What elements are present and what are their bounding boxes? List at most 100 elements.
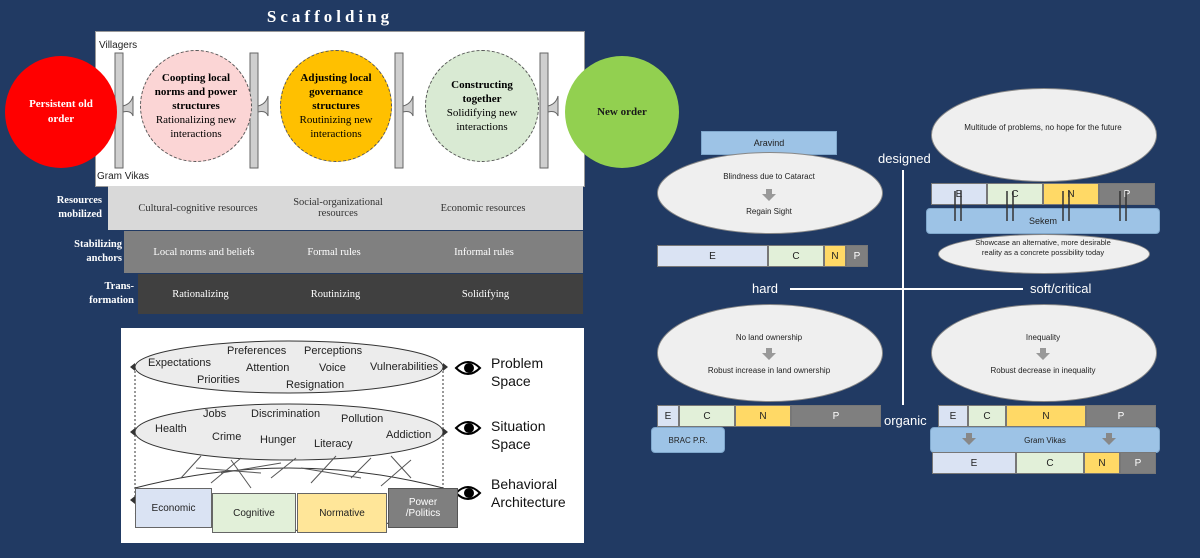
row-label-anchors: Stabilizing anchors xyxy=(74,239,122,264)
cell-economic: Economic resources xyxy=(440,202,526,214)
word-attention: Attention xyxy=(246,362,290,374)
aravind-problem: Blindness due to Cataract xyxy=(723,172,815,181)
segment-economic-label: Economic xyxy=(151,502,196,514)
bar-p: P xyxy=(1099,183,1155,205)
brac-problem: No land ownership xyxy=(735,333,803,342)
row-anchors: Local norms and beliefs Formal rules Inf… xyxy=(124,231,583,273)
stage-constructing-subtitle: Solidifying new interactions xyxy=(446,107,518,133)
bar-p: P xyxy=(791,405,881,427)
word-crime: Crime xyxy=(212,431,242,443)
bar-n: N xyxy=(1043,183,1099,205)
bar-n: N xyxy=(824,245,846,267)
gram-vikas-label: Gram Vikas xyxy=(97,171,150,182)
quadrant-axes xyxy=(790,170,1023,405)
bar-e: E xyxy=(938,405,968,427)
segment-normative-label: Normative xyxy=(319,507,365,519)
axis-designed: designed xyxy=(878,151,931,166)
stage-constructing-title: Constructing together xyxy=(451,79,513,105)
word-addiction: Addiction xyxy=(386,429,432,441)
word-expectations: Expectations xyxy=(148,357,211,369)
brac-bar: E C N P xyxy=(657,405,881,427)
word-hunger: Hunger xyxy=(260,434,297,446)
segment-cognitive-label: Cognitive xyxy=(233,507,275,519)
bar-n: N xyxy=(1006,405,1086,427)
cell-informal-rules: Informal rules xyxy=(454,246,514,258)
bar-n: N xyxy=(1084,452,1120,474)
sekem-outcome-ellipse xyxy=(938,234,1150,274)
new-order-label: New order xyxy=(597,105,647,118)
bar-c: C xyxy=(987,183,1043,205)
cell-rationalizing: Rationalizing xyxy=(172,288,229,300)
persistent-old-order: Persistent old order xyxy=(5,56,117,168)
sekem-problem: Multitude of problems, no hope for the f… xyxy=(964,123,1122,132)
layers-drawing xyxy=(130,340,482,531)
word-voice: Voice xyxy=(319,362,346,374)
gram-vikas-bar-bottom: E C N P xyxy=(932,452,1156,474)
segment-normative: Normative xyxy=(297,493,387,533)
bar-c: C xyxy=(968,405,1006,427)
word-vulnerabilities: Vulnerabilities xyxy=(370,361,439,373)
new-order: New order xyxy=(565,56,679,168)
cell-solidifying: Solidifying xyxy=(461,288,510,300)
bar-c: C xyxy=(679,405,735,427)
sekem-outcome: Showcase an alternative, more desirable … xyxy=(975,238,1111,257)
stage-coopting-subtitle: Rationalizing new interactions xyxy=(155,114,237,140)
sekem-label-text: Sekem xyxy=(1028,216,1057,226)
label-behavioral-architecture: Behavioral Architecture xyxy=(491,476,566,510)
cell-routinizing: Routinizing xyxy=(310,288,361,300)
word-jobs: Jobs xyxy=(203,408,227,420)
down-arrow-icon xyxy=(762,347,776,360)
axis-organic: organic xyxy=(884,413,927,428)
sekem-bar: E C N P xyxy=(931,183,1155,205)
bar-e: E xyxy=(931,183,987,205)
word-resignation: Resignation xyxy=(286,379,345,391)
bar-e: E xyxy=(657,405,679,427)
word-preferences: Preferences xyxy=(227,345,287,357)
brac-label-text: BRAC P.R. xyxy=(668,435,708,445)
gram-vikas-bar-top: E C N P xyxy=(938,405,1156,427)
down-arrow-icon xyxy=(1102,432,1116,445)
gram-vikas-problem: Inequality xyxy=(1025,333,1061,342)
sekem-ellipse xyxy=(931,88,1157,182)
bar-c: C xyxy=(1016,452,1084,474)
aravind-outcome: Regain Sight xyxy=(746,207,792,216)
stage-adjusting: Adjusting local governance structures Ro… xyxy=(280,50,392,162)
sekem-arrows xyxy=(954,191,1127,221)
scaffolding-title: Scaffolding xyxy=(266,7,394,26)
row-resources: Cultural-cognitive resources Social-orga… xyxy=(108,186,583,230)
scaffold-steps xyxy=(114,52,559,169)
label-problem-space: Problem Space xyxy=(491,355,544,389)
label-situation-space: Situation Space xyxy=(491,418,546,452)
word-discrimination: Discrimination xyxy=(251,408,321,420)
brac-label: BRAC P.R. xyxy=(651,427,725,453)
down-arrow-icon xyxy=(1036,347,1050,360)
down-arrow-icon xyxy=(762,188,776,201)
bar-n: N xyxy=(735,405,791,427)
cell-social-organizational: Social-organizational resources xyxy=(293,197,383,219)
bar-p: P xyxy=(1120,452,1156,474)
row-label-resources: Resources mobilized xyxy=(56,195,102,220)
gram-vikas-outcome: Robust decrease in inequality xyxy=(990,366,1096,375)
stage-adjusting-subtitle: Routinizing new interactions xyxy=(299,114,373,140)
cell-cultural-cognitive: Cultural-cognitive resources xyxy=(138,202,258,214)
word-priorities: Priorities xyxy=(197,374,240,386)
eye-icon xyxy=(456,356,482,382)
stage-coopting: Coopting local norms and power structure… xyxy=(140,50,252,162)
word-literacy: Literacy xyxy=(314,438,353,450)
bar-p: P xyxy=(846,245,868,267)
axis-soft-critical: soft/critical xyxy=(1030,281,1092,296)
persistent-old-order-label: Persistent old order xyxy=(29,98,93,125)
segment-cognitive: Cognitive xyxy=(212,493,296,533)
brac-outcome: Robust increase in land ownership xyxy=(707,366,831,375)
bar-e: E xyxy=(657,245,768,267)
cell-local-norms: Local norms and beliefs xyxy=(153,246,255,258)
stage-constructing: Constructing together Solidifying new in… xyxy=(425,50,539,162)
word-perceptions: Perceptions xyxy=(304,345,363,357)
bar-p: P xyxy=(1086,405,1156,427)
row-transformation: Rationalizing Routinizing Solidifying xyxy=(138,274,583,314)
villagers-label: Villagers xyxy=(99,40,138,51)
word-pollution: Pollution xyxy=(341,413,384,425)
segment-economic: Economic xyxy=(135,488,212,528)
bar-c: C xyxy=(768,245,824,267)
gram-vikas-label-text: Gram Vikas xyxy=(1024,435,1066,445)
